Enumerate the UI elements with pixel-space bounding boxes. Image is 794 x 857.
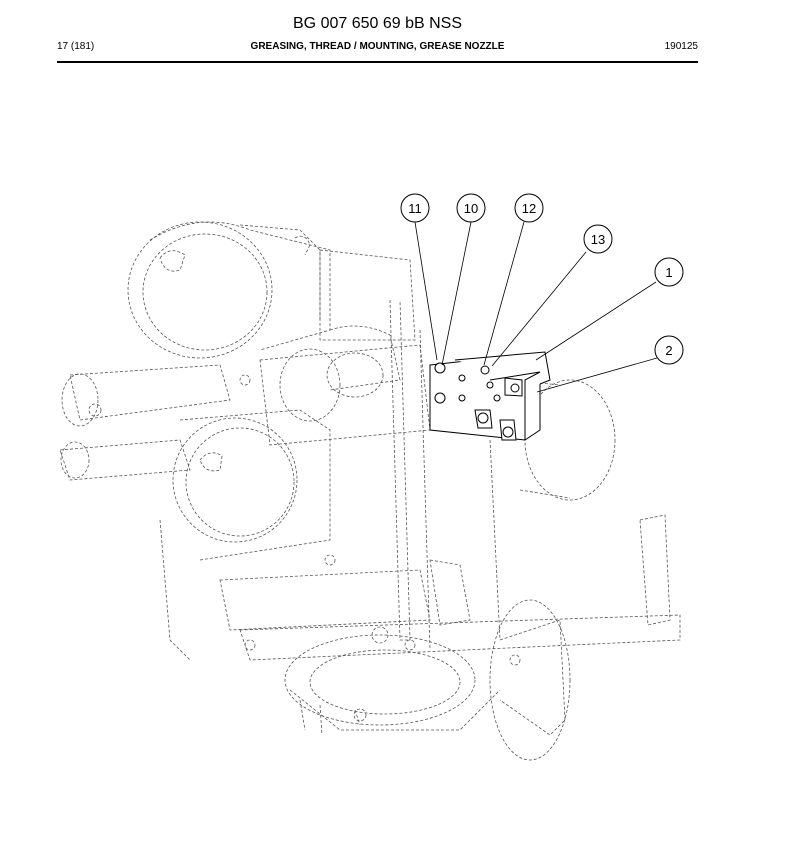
callout-1: 1 [654,257,684,287]
svg-text:1: 1 [665,265,672,280]
callout-12: 12 [514,193,544,223]
svg-text:12: 12 [522,201,536,216]
svg-text:11: 11 [408,201,422,216]
page-number: 17 (181) [57,41,95,52]
leader-lines [414,221,658,393]
callout-10: 10 [456,193,486,223]
document-date: 190125 [664,41,698,52]
svg-text:2: 2 [665,343,672,358]
document-title: BG 007 650 69 bB NSS [293,15,462,32]
header-meta-row: 17 (181) GREASING, THREAD / MOUNTING, GR… [57,41,698,55]
svg-text:13: 13 [591,232,605,247]
machine-outline [59,221,681,761]
svg-text:10: 10 [464,201,478,216]
callout-2: 2 [654,335,684,365]
section-title: GREASING, THREAD / MOUNTING, GREASE NOZZ… [250,41,505,52]
grease-manifold-block [429,351,551,441]
callout-13: 13 [583,224,613,254]
header-rule [57,61,698,63]
callout-11: 11 [400,193,430,223]
